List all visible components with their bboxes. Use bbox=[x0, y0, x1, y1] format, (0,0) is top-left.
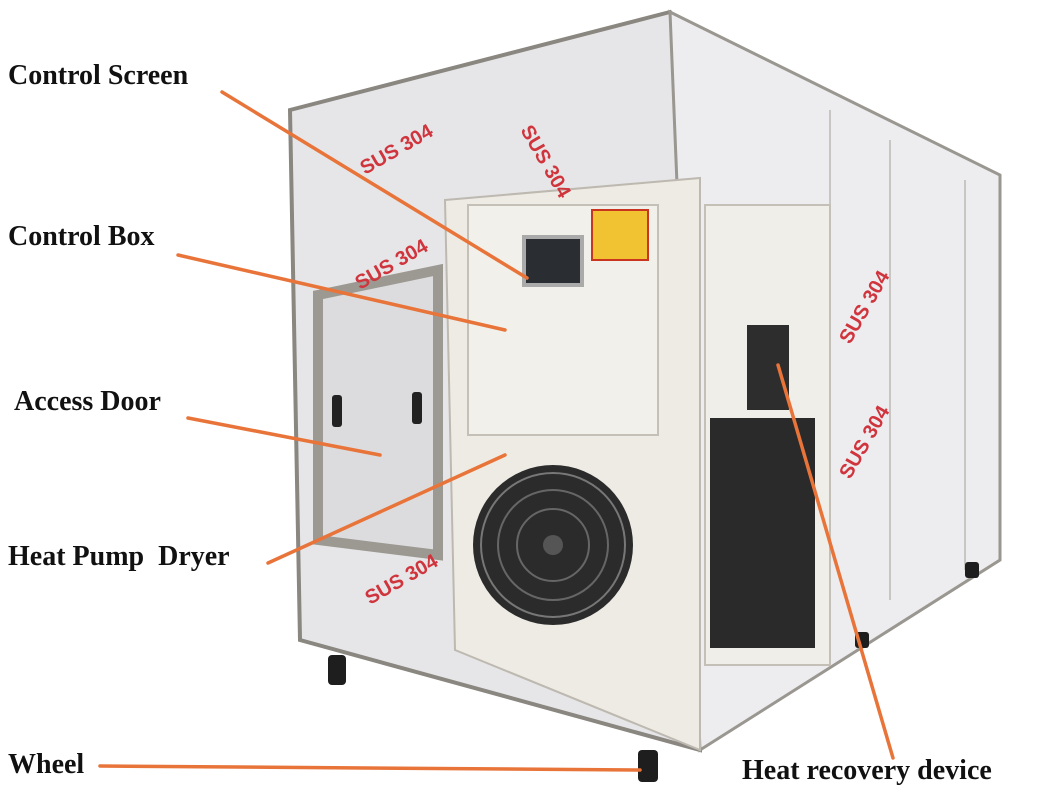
leader-line-heat-pump-dryer bbox=[266, 453, 507, 565]
label-heat-pump-dryer: Heat Pump Dryer bbox=[8, 541, 230, 572]
wheel-front-right bbox=[638, 750, 658, 782]
leader-line-access-door bbox=[186, 416, 382, 457]
control-screen bbox=[522, 235, 584, 287]
door-handle-left bbox=[332, 395, 342, 427]
label-control-screen: Control Screen bbox=[8, 60, 189, 91]
wheel-front-left bbox=[328, 655, 346, 685]
label-access-door: Access Door bbox=[14, 386, 161, 417]
condenser-fan bbox=[473, 465, 633, 625]
leader-line-control-box bbox=[176, 253, 507, 332]
leader-line-wheel bbox=[98, 764, 642, 772]
label-wheel: Wheel bbox=[8, 749, 85, 780]
access-door bbox=[313, 263, 443, 561]
warning-label bbox=[591, 209, 649, 261]
recovery-vent-upper bbox=[747, 325, 789, 410]
leader-line-heat-recovery bbox=[776, 363, 895, 760]
label-heat-recovery-device: Heat recovery device bbox=[742, 755, 992, 786]
door-handle-right bbox=[412, 392, 422, 424]
recovery-vent-lower bbox=[710, 418, 815, 648]
label-control-box: Control Box bbox=[8, 221, 155, 252]
leader-line-control-screen bbox=[220, 90, 529, 280]
wheel-rear bbox=[965, 562, 979, 578]
